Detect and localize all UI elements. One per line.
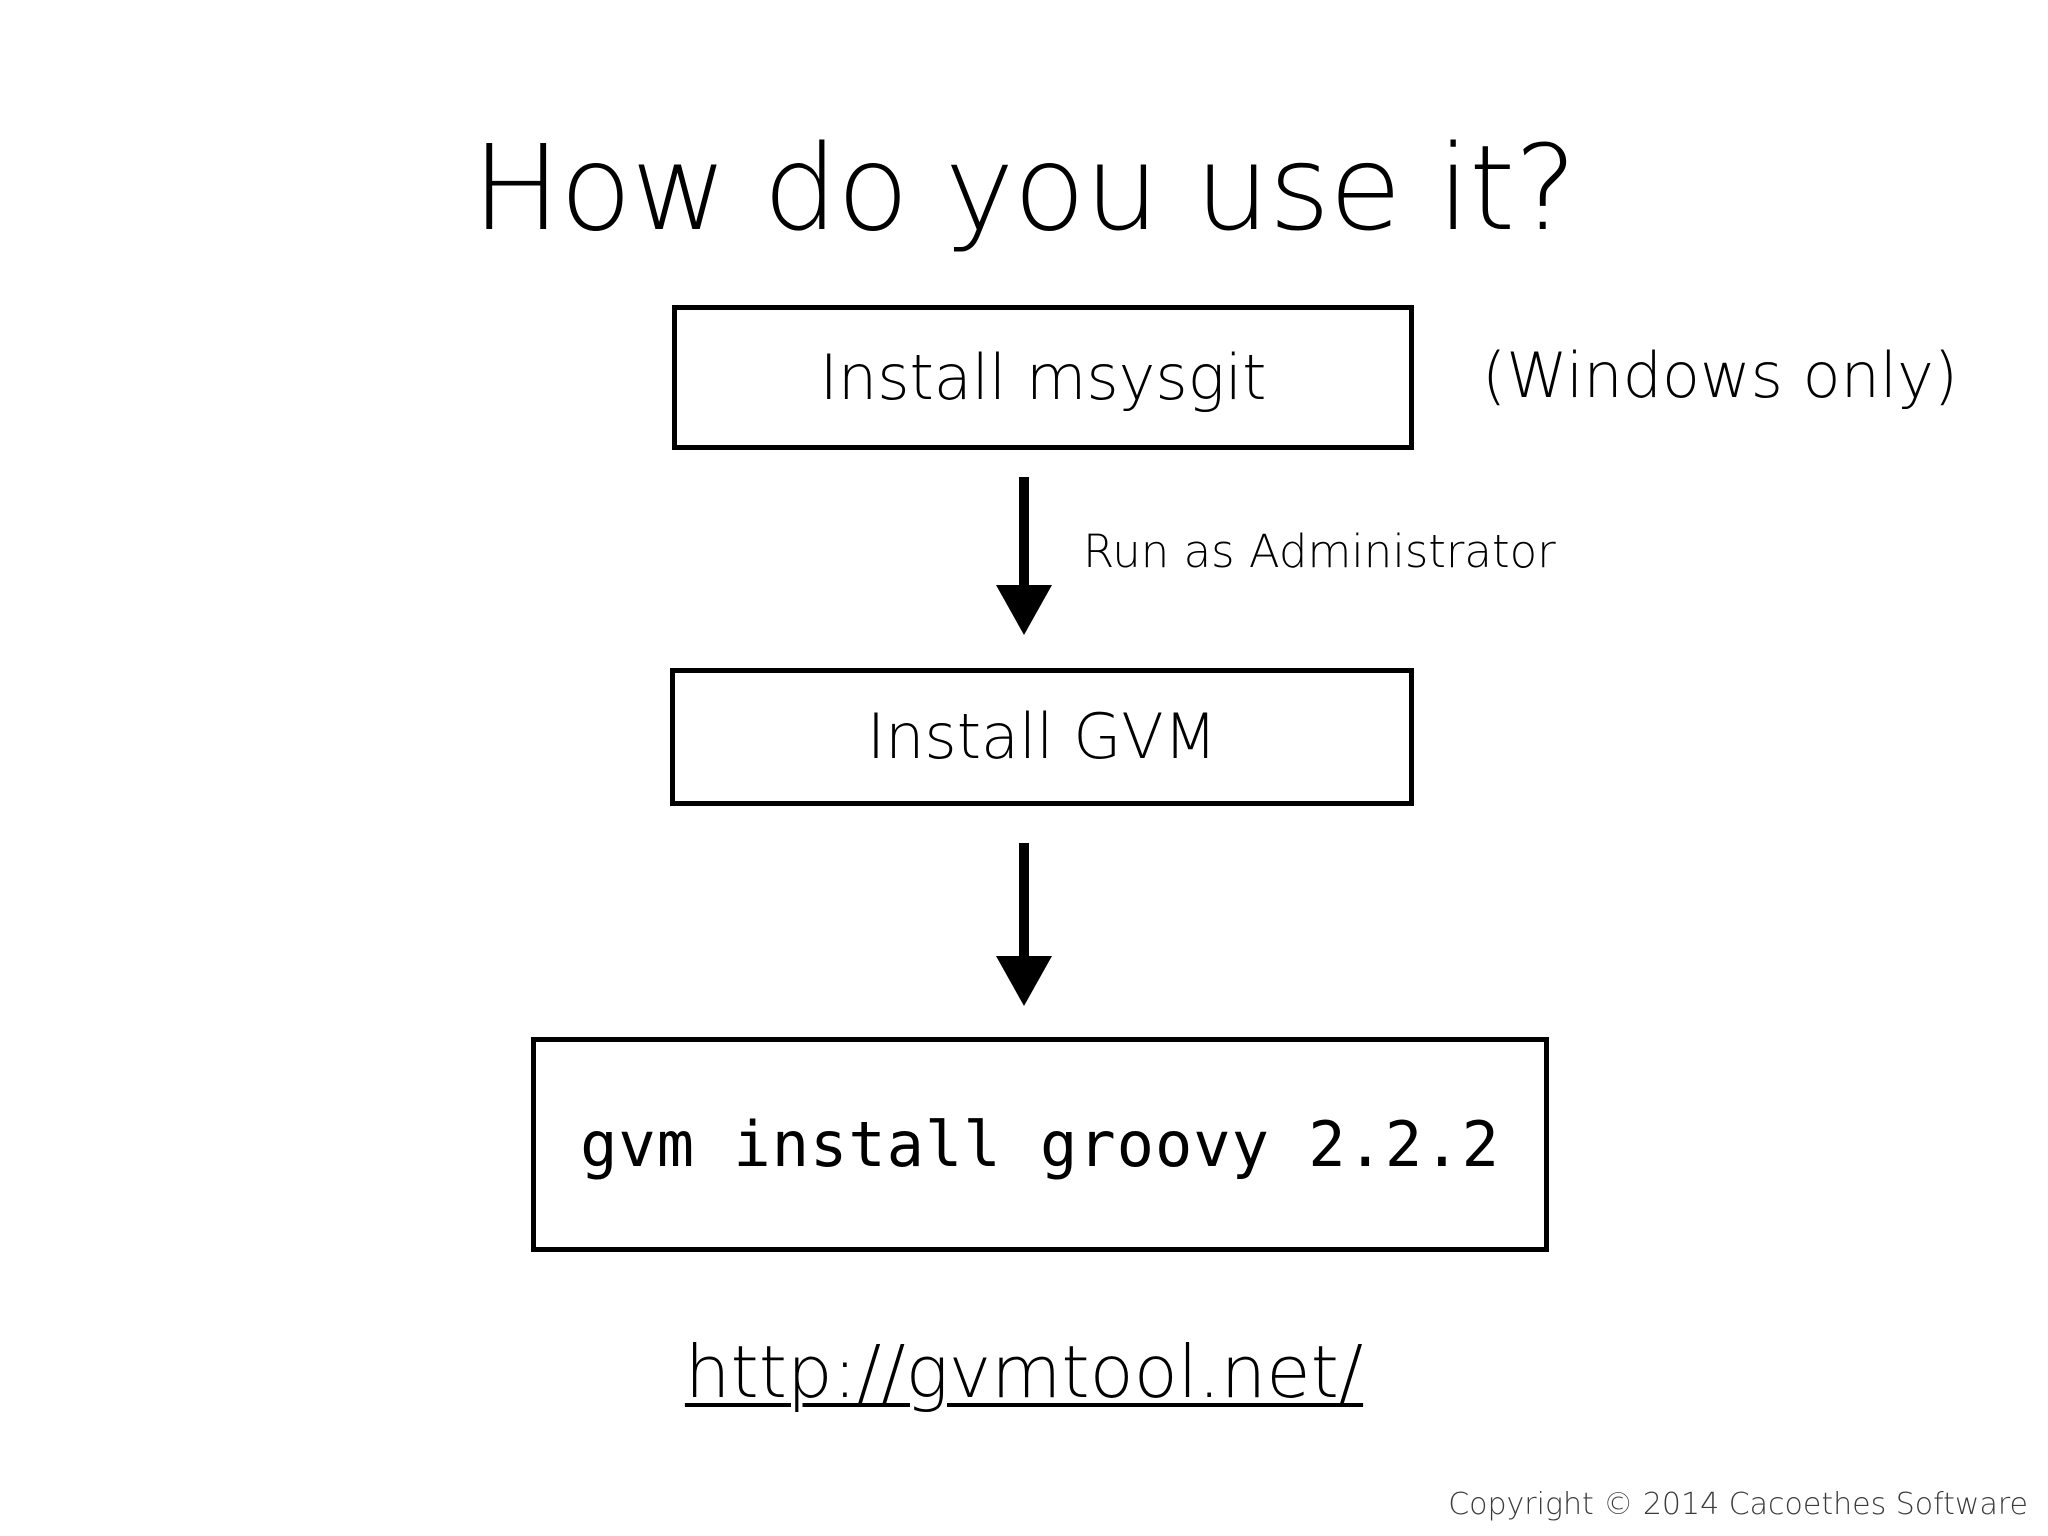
arrow-down-icon	[987, 477, 1061, 635]
gvmtool-link-container: http://gvmtool.net/	[0, 1330, 2048, 1414]
flow-step-install-msysgit: Install msysgit	[672, 305, 1414, 450]
flow-step-install-gvm: Install GVM	[670, 668, 1414, 806]
command-text: gvm install groovy 2.2.2	[580, 1108, 1500, 1181]
page-title: How do you use it?	[472, 119, 1577, 258]
gvmtool-link[interactable]: http://gvmtool.net/	[684, 1330, 1364, 1414]
edge-label-run-as-administrator: Run as Administrator	[1083, 525, 1556, 578]
flow-step-label: Install msysgit	[819, 340, 1267, 414]
flow-step-gvm-command: gvm install groovy 2.2.2	[531, 1037, 1549, 1252]
copyright-notice: Copyright © 2014 Cacoethes Software	[1448, 1487, 2028, 1522]
flow-step-label: Install GVM	[866, 700, 1218, 773]
annotation-windows-only: (Windows only)	[1482, 339, 1958, 412]
arrow-down-icon	[987, 843, 1061, 1006]
